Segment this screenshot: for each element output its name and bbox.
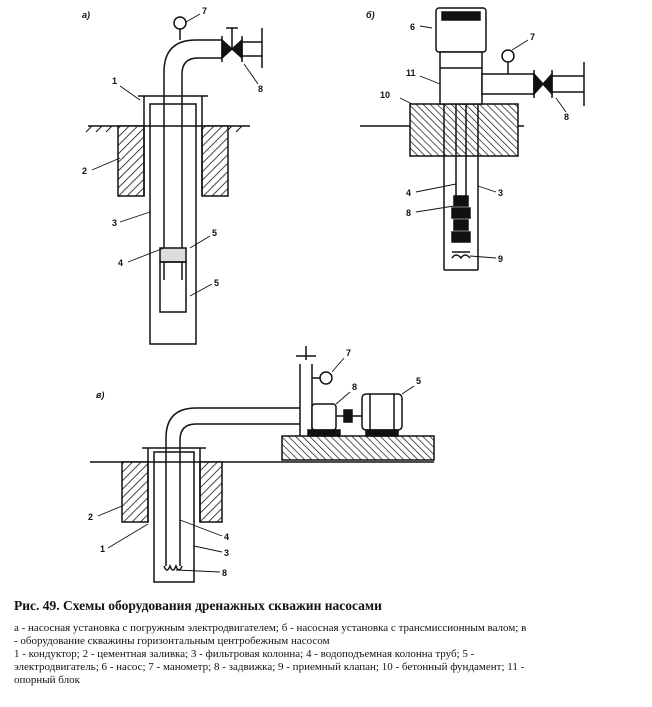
label-4: 4 xyxy=(406,188,411,198)
well-pump-diagram: а) xyxy=(82,6,585,583)
label-11: 11 xyxy=(406,68,416,78)
cement-grout xyxy=(199,461,223,523)
label-5: 5 xyxy=(212,228,217,238)
label-3: 3 xyxy=(498,188,503,198)
label-7: 7 xyxy=(202,6,207,16)
discharge-pipe xyxy=(481,73,535,95)
panel-b-letter: б) xyxy=(366,10,375,20)
caption-line: - оборудование скважины горизонтальным ц… xyxy=(14,635,330,647)
discharge-bend xyxy=(181,57,222,104)
label-5: 5 xyxy=(416,376,421,386)
label-6: 6 xyxy=(410,22,415,32)
caption-line: 1 - кондуктор; 2 - цементная заливка; 3 … xyxy=(14,648,475,660)
label-7: 7 xyxy=(346,348,351,358)
pump-stages xyxy=(453,195,469,207)
caption-line: опорный блок xyxy=(14,674,80,686)
label-1: 1 xyxy=(100,544,105,554)
label-8: 8 xyxy=(564,112,569,122)
filter-column xyxy=(149,103,197,345)
caption-line: электродвигатель; 6 - насос; 7 - маномет… xyxy=(14,661,525,673)
panel-c: в) xyxy=(88,346,435,583)
concrete-foundation xyxy=(409,103,519,157)
centrifugal-pump xyxy=(311,403,337,431)
cement-grout xyxy=(201,125,229,197)
panel-c-letter: в) xyxy=(96,390,104,400)
label-8: 8 xyxy=(352,382,357,392)
panel-a: а) xyxy=(82,6,263,345)
gate-valve-icon xyxy=(533,72,553,96)
label-8b: 8 xyxy=(222,568,227,578)
figure-caption: Рис. 49. Схемы оборудования дренажных ск… xyxy=(14,598,642,687)
label-2: 2 xyxy=(88,512,93,522)
filter-column xyxy=(153,451,195,583)
submersible-motor xyxy=(159,261,187,313)
discharge-bend xyxy=(163,39,222,104)
label-10: 10 xyxy=(380,90,390,100)
label-8: 8 xyxy=(258,84,263,94)
label-7: 7 xyxy=(530,32,535,42)
suction-pipe xyxy=(165,407,300,566)
foot-valve xyxy=(451,251,471,260)
label-4: 4 xyxy=(118,258,123,268)
cement-grout xyxy=(117,125,145,197)
support-block xyxy=(439,51,483,105)
label-8b: 8 xyxy=(406,208,411,218)
panel-b: б) xyxy=(360,7,585,271)
suction-pipe xyxy=(179,423,300,566)
caption-title: Рис. 49. Схемы оборудования дренажных ск… xyxy=(14,598,382,613)
label-2: 2 xyxy=(82,166,87,176)
ground-hatch xyxy=(85,125,243,133)
label-4: 4 xyxy=(224,532,229,542)
label-9: 9 xyxy=(498,254,503,264)
electric-motor xyxy=(361,393,403,431)
cement-grout xyxy=(121,461,149,523)
concrete-foundation xyxy=(281,435,435,461)
submersible-pump xyxy=(159,247,187,263)
label-1: 1 xyxy=(112,76,117,86)
manometer-icon xyxy=(173,16,187,30)
foot-valve xyxy=(163,563,183,571)
label-3: 3 xyxy=(224,548,229,558)
manometer-icon xyxy=(501,49,515,63)
manometer-icon xyxy=(319,371,333,385)
label-3: 3 xyxy=(112,218,117,228)
panel-a-letter: а) xyxy=(82,10,90,20)
caption-line: а - насосная установка с погружным элект… xyxy=(14,622,527,634)
label-5b: 5 xyxy=(214,278,219,288)
